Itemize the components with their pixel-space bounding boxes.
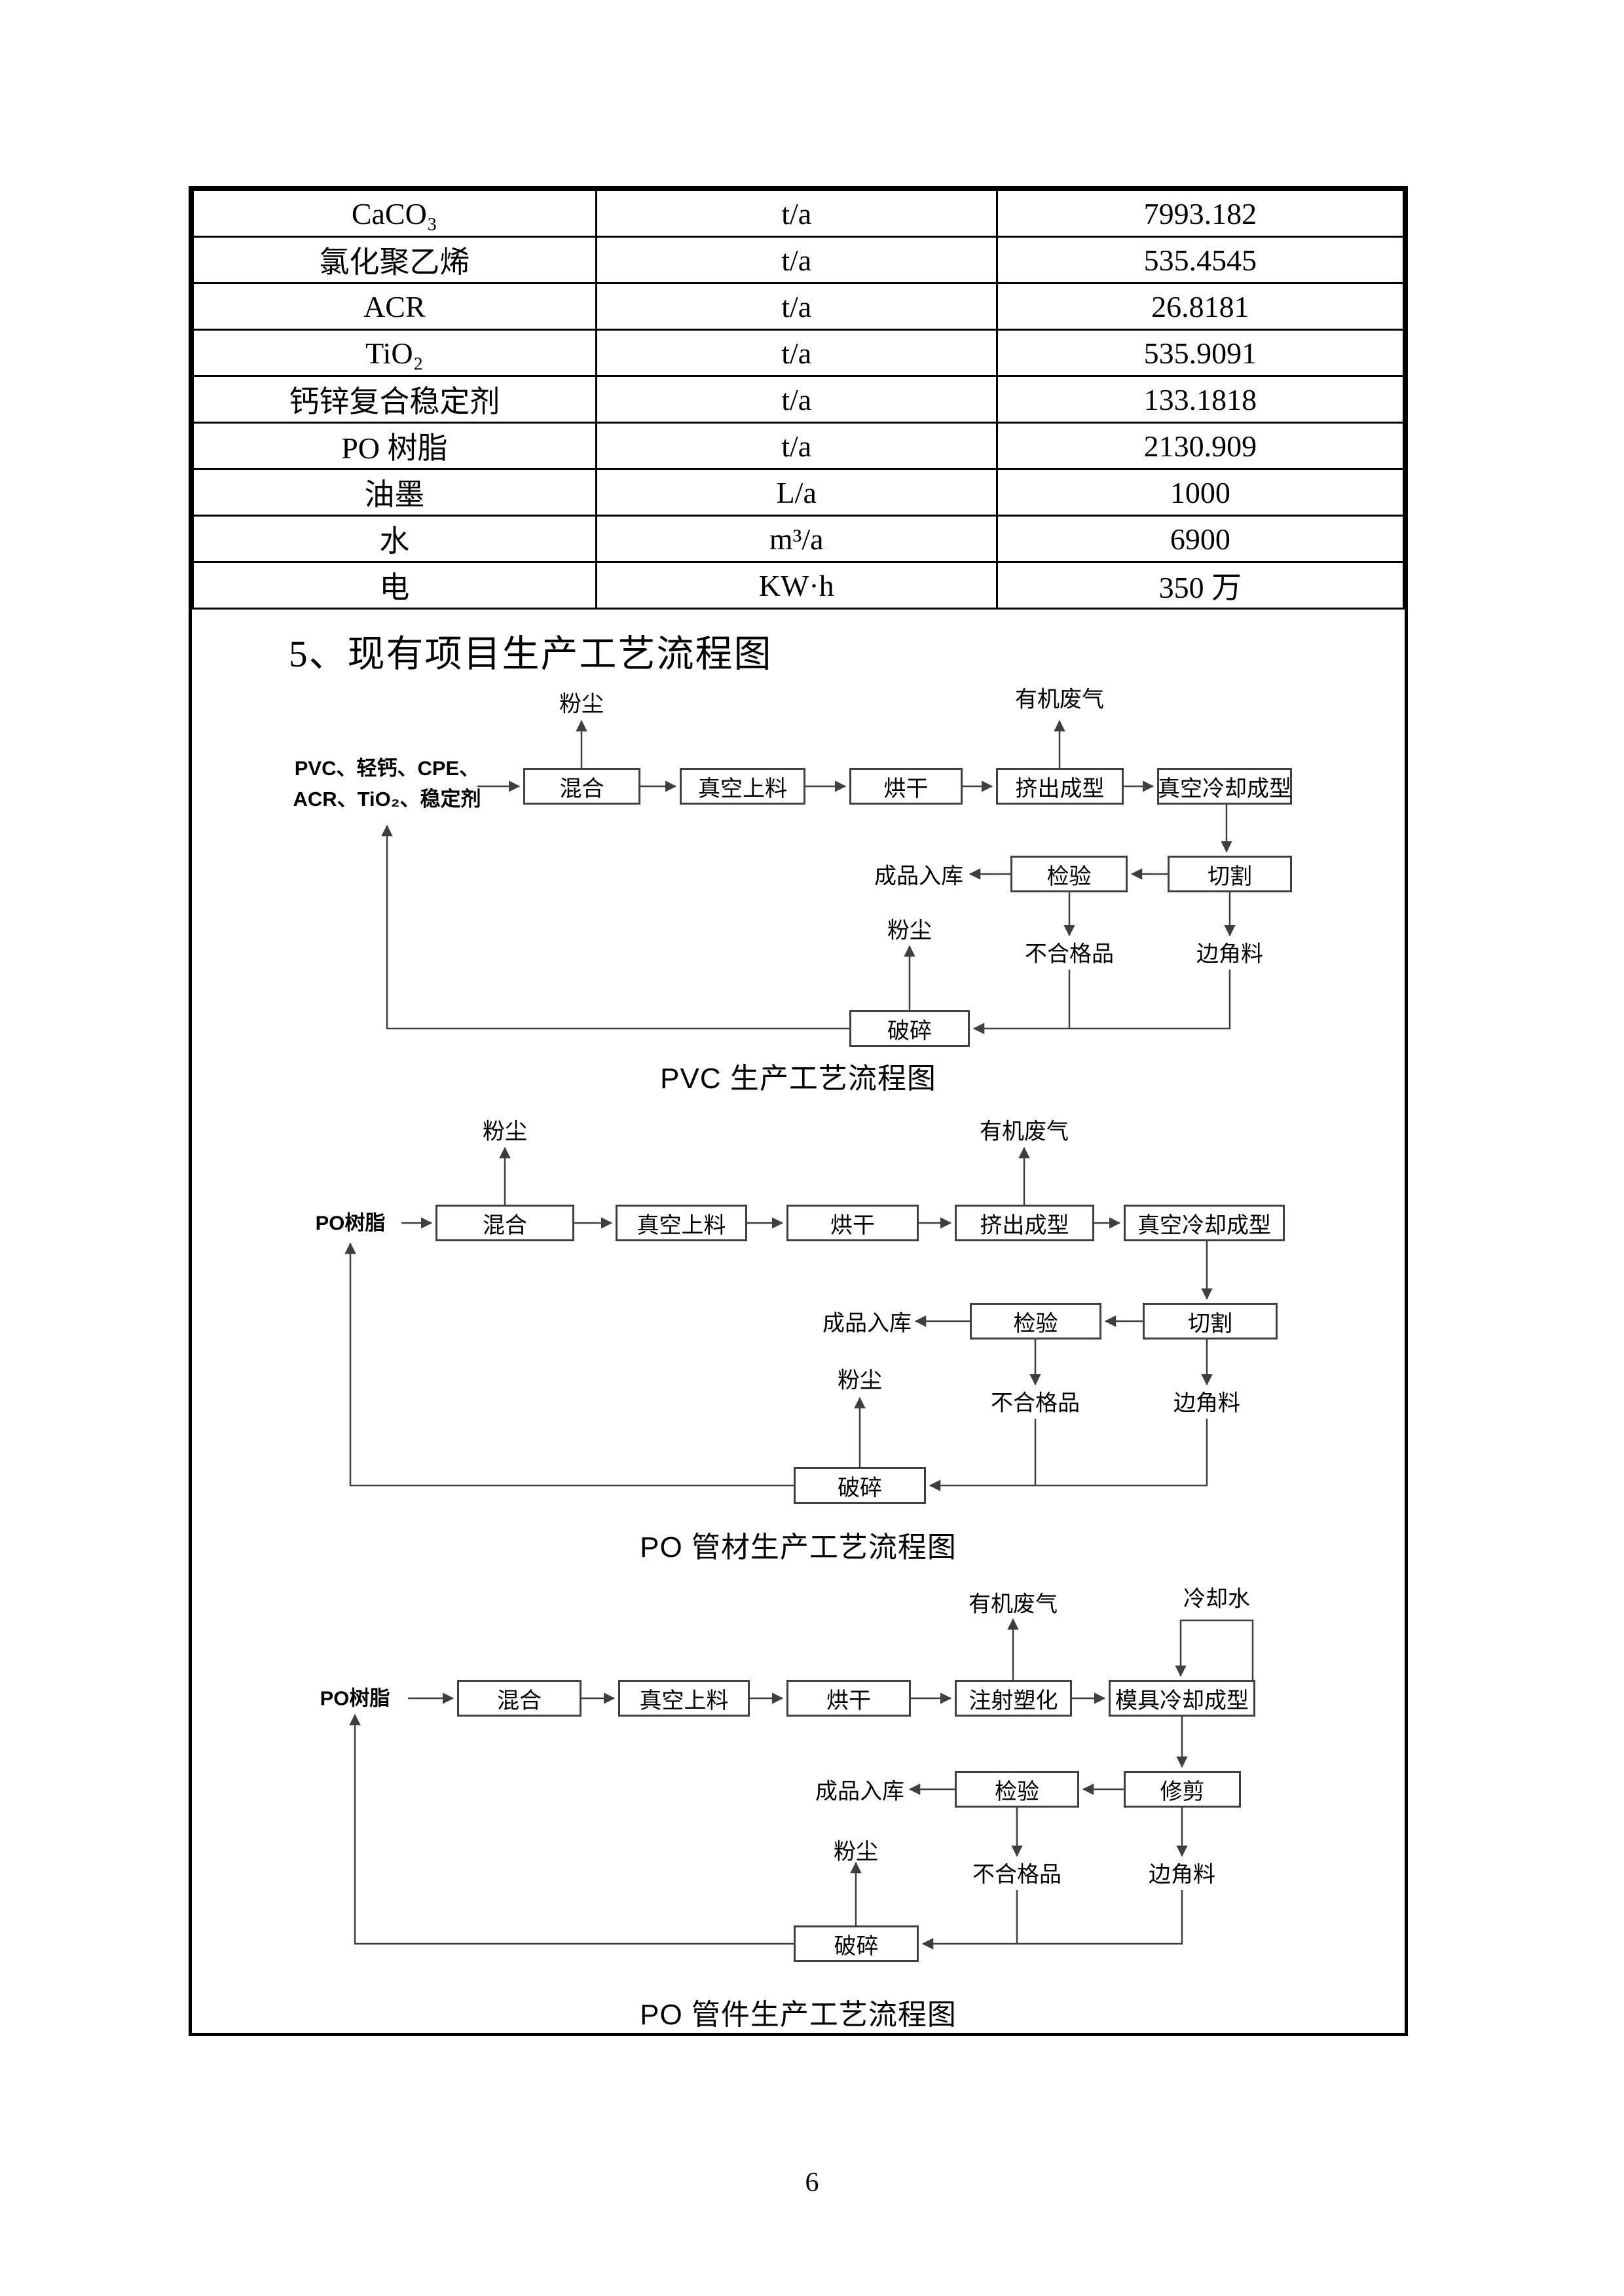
pvc-process-box-cut: 切割: [1168, 856, 1292, 892]
table-row: 电 KW·h 350 万: [192, 561, 1405, 610]
po-pipe-flowchart-caption: PO 管材生产工艺流程图: [640, 1531, 957, 1563]
pvc-process-box-mix: 混合: [523, 768, 640, 805]
po-pipe-dust-crush-label: 粉尘: [838, 1368, 882, 1393]
pvc-process-box-dry: 烘干: [849, 768, 963, 805]
po-fitting-process-box-inspect: 检验: [955, 1771, 1079, 1808]
po-fitting-organic-gas-label: 有机废气: [969, 1592, 1058, 1617]
value-cell: 1000: [995, 468, 1405, 517]
po-fitting-process-box-dry: 烘干: [786, 1680, 911, 1717]
po-fitting-process-box-crush: 破碎: [794, 1925, 919, 1962]
pvc-storage-label: 成品入库: [874, 864, 963, 889]
po-pipe-input-material: PO树脂: [315, 1211, 386, 1235]
value-cell: 133.1818: [995, 375, 1405, 424]
pvc-flow-lines: [381, 720, 1236, 1034]
po-fitting-dust-crush-label: 粉尘: [834, 1839, 878, 1865]
pvc-input-line2: ACR、TiO₂、稳定剂: [293, 788, 481, 811]
unit-cell: KW·h: [595, 561, 998, 610]
material-name-cell: ACR: [192, 282, 597, 331]
unit-cell: t/a: [595, 282, 998, 331]
material-name-cell: 钙锌复合稳定剂: [192, 375, 597, 424]
material-name-cell: 水: [192, 515, 597, 563]
pvc-process-box-extrude: 挤出成型: [996, 768, 1124, 805]
po-pipe-process-box-vacuum-cool: 真空冷却成型: [1124, 1205, 1285, 1241]
value-cell: 26.8181: [995, 282, 1405, 331]
po-fitting-process-box-vacuum-feed: 真空上料: [618, 1680, 750, 1717]
pvc-dust-label: 粉尘: [559, 691, 604, 717]
po-pipe-process-box-dry: 烘干: [786, 1205, 919, 1241]
po-pipe-process-box-cut: 切割: [1143, 1303, 1278, 1339]
content-frame: CaCO₃ t/a 7993.182 氯化聚乙烯 t/a 535.4545 AC…: [189, 186, 1408, 2036]
po-fitting-scrap-label: 边角料: [1149, 1862, 1215, 1887]
pvc-process-box-vacuum-cool: 真空冷却成型: [1157, 768, 1292, 805]
po-pipe-organic-gas-label: 有机废气: [980, 1119, 1069, 1144]
unit-cell: t/a: [595, 422, 998, 470]
po-fitting-process-box-mix: 混合: [457, 1680, 581, 1717]
po-fitting-storage-label: 成品入库: [815, 1779, 904, 1804]
section-heading: 5、现有项目生产工艺流程图: [289, 634, 773, 675]
po-fitting-input-material: PO树脂: [320, 1686, 390, 1710]
material-name-cell: TiO₂: [192, 329, 597, 377]
pvc-input-line1: PVC、轻钙、CPE、: [294, 757, 480, 780]
table-row: TiO₂ t/a 535.9091: [192, 329, 1405, 377]
value-cell: 7993.182: [995, 189, 1405, 238]
unit-cell: t/a: [595, 189, 998, 238]
unit-cell: L/a: [595, 468, 998, 517]
table-row: 油墨 L/a 1000: [192, 468, 1405, 517]
material-name-cell: PO 树脂: [192, 422, 597, 470]
po-pipe-flow-lines: [344, 1146, 1213, 1491]
table-row: ACR t/a 26.8181: [192, 282, 1405, 331]
pvc-scrap-label: 边角料: [1196, 941, 1263, 967]
po-pipe-dust-label: 粉尘: [483, 1119, 527, 1144]
table-row: 水 m³/a 6900: [192, 515, 1405, 563]
po-pipe-process-box-mix: 混合: [435, 1205, 574, 1241]
pvc-rejects-label: 不合格品: [1025, 941, 1114, 967]
flow-connectors: [344, 720, 1254, 1950]
pvc-organic-gas-label: 有机废气: [1015, 687, 1104, 712]
po-fitting-flowchart-caption: PO 管件生产工艺流程图: [640, 1999, 957, 2031]
po-fitting-cooling-water-label: 冷却水: [1183, 1586, 1250, 1612]
unit-cell: t/a: [595, 236, 998, 284]
po-pipe-process-box-inspect: 检验: [970, 1303, 1101, 1339]
value-cell: 6900: [995, 515, 1405, 563]
value-cell: 2130.909: [995, 422, 1405, 470]
po-fitting-process-box-mold-cool: 模具冷却成型: [1109, 1680, 1255, 1717]
pvc-flowchart-caption: PVC 生产工艺流程图: [660, 1063, 936, 1095]
po-pipe-rejects-label: 不合格品: [991, 1391, 1080, 1416]
table-row: 钙锌复合稳定剂 t/a 133.1818: [192, 375, 1405, 424]
pvc-process-box-inspect: 检验: [1010, 856, 1128, 892]
table-row: CaCO₃ t/a 7993.182: [192, 189, 1405, 238]
material-name-cell: CaCO₃: [192, 189, 597, 238]
unit-cell: t/a: [595, 375, 998, 424]
material-name-cell: 油墨: [192, 468, 597, 517]
po-pipe-process-box-extrude: 挤出成型: [955, 1205, 1094, 1241]
unit-cell: t/a: [595, 329, 998, 377]
value-cell: 350 万: [995, 561, 1405, 610]
pvc-input-materials: PVC、轻钙、CPE、 ACR、TiO₂、稳定剂: [293, 753, 481, 814]
po-pipe-process-box-crush: 破碎: [794, 1467, 926, 1504]
material-name-cell: 氯化聚乙烯: [192, 236, 597, 284]
materials-table: CaCO₃ t/a 7993.182 氯化聚乙烯 t/a 535.4545 AC…: [192, 189, 1405, 610]
po-fitting-rejects-label: 不合格品: [972, 1862, 1061, 1887]
po-pipe-scrap-label: 边角料: [1173, 1391, 1240, 1416]
table-row: 氯化聚乙烯 t/a 535.4545: [192, 236, 1405, 284]
po-pipe-process-box-vacuum-feed: 真空上料: [616, 1205, 747, 1241]
value-cell: 535.4545: [995, 236, 1405, 284]
unit-cell: m³/a: [595, 515, 998, 563]
material-name-cell: 电: [192, 561, 597, 610]
value-cell: 535.9091: [995, 329, 1405, 377]
table-row: PO 树脂 t/a 2130.909: [192, 422, 1405, 470]
po-fitting-process-box-inject: 注射塑化: [955, 1680, 1072, 1717]
page-number: 6: [805, 2168, 819, 2198]
pvc-process-box-vacuum-feed: 真空上料: [680, 768, 805, 805]
pvc-process-box-crush: 破碎: [849, 1010, 970, 1047]
po-fitting-process-box-trim: 修剪: [1124, 1771, 1241, 1808]
po-fitting-flow-lines: [349, 1618, 1254, 1950]
po-pipe-storage-label: 成品入库: [822, 1311, 912, 1336]
pvc-dust-crush-label: 粉尘: [887, 918, 932, 943]
